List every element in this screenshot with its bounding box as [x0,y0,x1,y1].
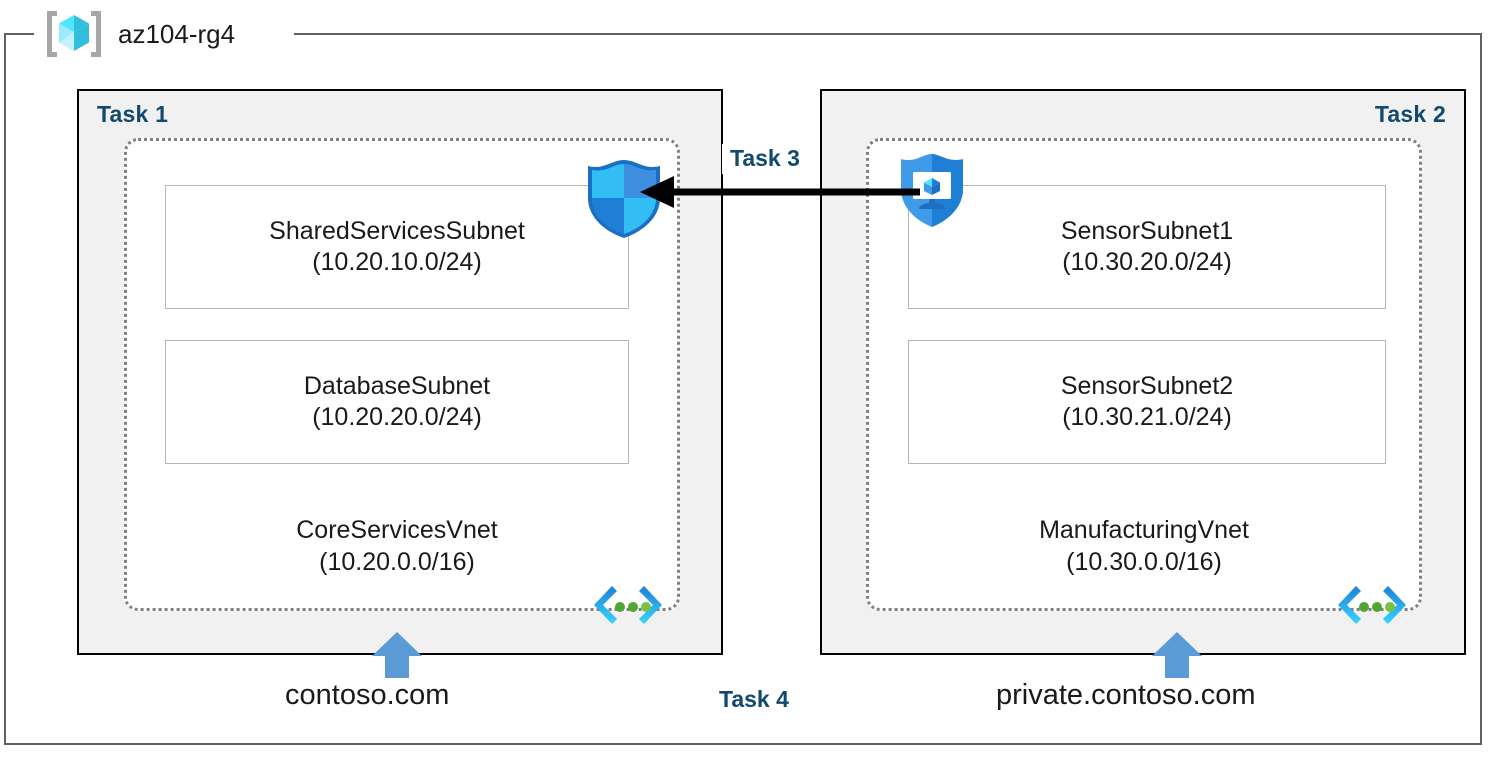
dns-zone-private-contoso: private.contoso.com [996,679,1256,711]
dns-up-arrow-icon [372,632,422,678]
firewall-shield-icon [584,158,664,240]
task4-label: Task 4 [719,686,789,712]
dns-zone-contoso: contoso.com [285,679,450,711]
subnet-sensorsubnet1: SensorSubnet1 (10.30.20.0/24) [908,185,1386,309]
subnet-name: SharedServicesSubnet [269,216,525,245]
subnet-name: SensorSubnet2 [1060,371,1234,400]
manufacturingvnet-caption: ManufacturingVnet (10.30.0.0/16) [905,515,1383,578]
resource-group-frame [4,33,1482,745]
subnet-name: DatabaseSubnet [303,371,491,400]
virtual-network-icon [594,583,662,627]
vnet-cidr: (10.30.0.0/16) [1066,547,1222,576]
subnet-sharedservicessubnet: SharedServicesSubnet (10.20.10.0/24) [165,185,629,309]
subnet-cidr: (10.30.20.0/24) [1062,248,1232,276]
subnet-databasesubnet: DatabaseSubnet (10.20.20.0/24) [165,340,629,464]
subnet-cidr: (10.20.10.0/24) [312,248,482,276]
resource-group-cube-icon [44,8,104,60]
resource-group-title: az104-rg4 [44,6,235,62]
virtual-network-icon [1338,583,1406,627]
task1-label: Task 1 [97,101,169,127]
subnet-cidr: (10.30.21.0/24) [1062,403,1232,431]
dns-up-arrow-icon [1152,632,1202,678]
task2-label: Task 2 [1374,101,1446,127]
coreservicesvnet-caption: CoreServicesVnet (10.20.0.0/16) [167,515,627,578]
vnet-cidr: (10.20.0.0/16) [319,547,475,576]
vnet-name: ManufacturingVnet [1039,516,1249,544]
resource-group-name: az104-rg4 [118,19,236,49]
subnet-sensorsubnet2: SensorSubnet2 (10.30.21.0/24) [908,340,1386,464]
subnet-name: SensorSubnet1 [1060,216,1234,245]
left-arrow-icon [640,168,920,216]
subnet-cidr: (10.20.20.0/24) [312,403,482,431]
network-security-group-icon [897,153,967,229]
vnet-name: CoreServicesVnet [296,516,498,544]
task3-label: Task 3 [722,144,808,174]
